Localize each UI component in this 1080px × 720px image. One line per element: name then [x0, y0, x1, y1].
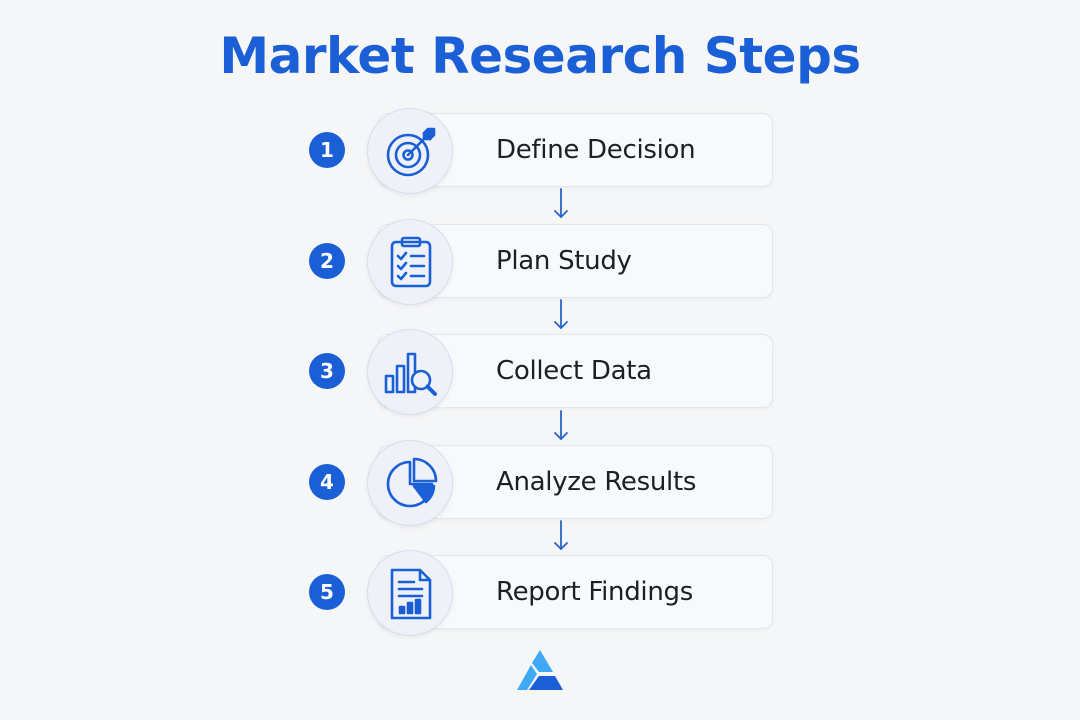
step-label: Analyze Results — [496, 467, 697, 497]
icon-badge — [367, 108, 453, 194]
icon-badge — [367, 440, 453, 526]
step-number-badge: 1 — [309, 132, 345, 168]
down-arrow-icon — [554, 188, 568, 219]
step-3: 3 Collect Data — [0, 326, 1080, 416]
step-1: 1 Define Decision — [0, 105, 1080, 195]
brand-logo-icon — [517, 650, 563, 690]
step-2: 2 Plan Study — [0, 216, 1080, 306]
step-label: Plan Study — [496, 246, 632, 276]
step-number-badge: 3 — [309, 353, 345, 389]
target-icon — [386, 127, 436, 177]
step-label: Collect Data — [496, 356, 652, 386]
pie-chart-icon — [386, 457, 438, 508]
step-5: 5 Report Findings — [0, 547, 1080, 637]
step-4: 4 Analyze Results — [0, 437, 1080, 527]
icon-badge — [367, 329, 453, 415]
bar-chart-magnifier-icon — [384, 352, 437, 396]
icon-badge — [367, 219, 453, 305]
step-label: Report Findings — [496, 577, 693, 607]
step-label: Define Decision — [496, 135, 696, 165]
clipboard-checklist-icon — [390, 236, 432, 288]
step-number-badge: 4 — [309, 464, 345, 500]
step-number-badge: 2 — [309, 243, 345, 279]
down-arrow-icon — [554, 410, 568, 441]
down-arrow-icon — [554, 520, 568, 551]
report-document-icon — [390, 568, 432, 620]
page-title: Market Research Steps — [219, 27, 861, 85]
step-number-badge: 5 — [309, 574, 345, 610]
icon-badge — [367, 550, 453, 636]
down-arrow-icon — [554, 299, 568, 330]
